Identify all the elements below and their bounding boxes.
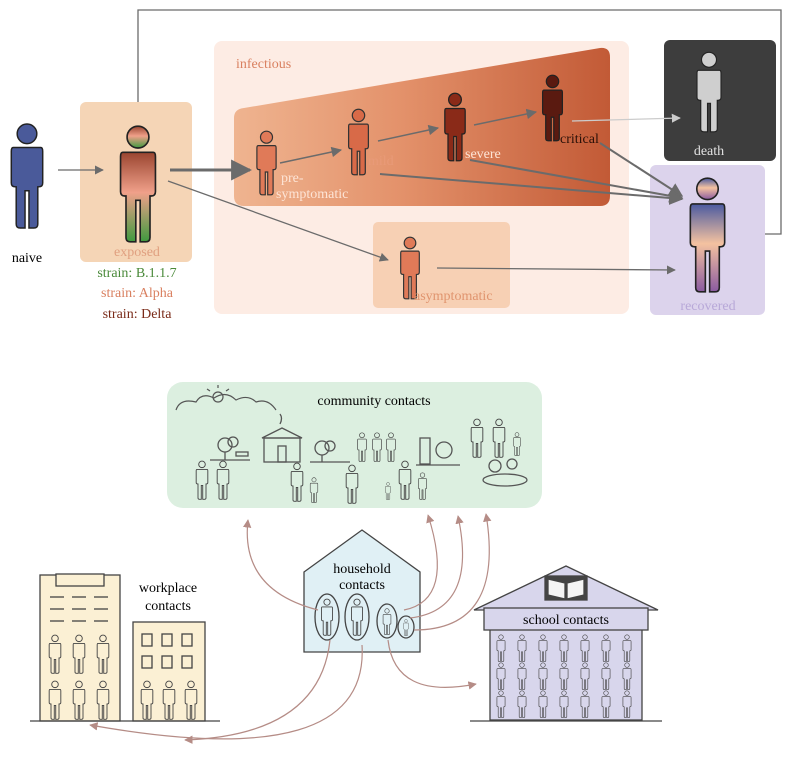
severe-to-recovered-arrow — [469, 159, 684, 203]
household-to-community-arrow-2 — [403, 514, 438, 611]
school-label: school contacts — [523, 613, 609, 628]
workplace-buildings — [30, 573, 220, 722]
severe-to-critical-arrow — [473, 108, 538, 126]
naive-person-icon — [10, 123, 44, 229]
workplace-label-2: contacts — [145, 599, 191, 614]
pond-icon — [482, 458, 528, 487]
household-label-1: household — [333, 562, 391, 577]
reinfection-arrow — [133, 9, 782, 235]
strain-3-label: strain: Delta — [103, 307, 173, 322]
book-icon — [544, 575, 588, 601]
household-to-community-arrow-1 — [242, 519, 319, 611]
community-label: community contacts — [317, 394, 430, 409]
critical-to-death-arrow — [571, 113, 681, 123]
household-to-workplace-arrow-2 — [89, 644, 363, 740]
workplace-label-1: workplace — [139, 581, 197, 596]
death-box — [664, 40, 776, 161]
contact-arrows — [89, 513, 492, 744]
exposed-to-asymptomatic-arrow — [167, 180, 389, 262]
death-label: death — [694, 144, 724, 159]
strain-1-label: strain: B.1.1.7 — [97, 266, 176, 281]
household-members — [314, 593, 415, 641]
critical-to-recovered-arrow — [599, 142, 684, 197]
presymptomatic-to-mild-arrow — [279, 146, 343, 164]
household-to-community-arrow-3 — [409, 515, 464, 619]
strain-2-label: strain: Alpha — [101, 286, 174, 301]
playground-icon — [416, 437, 460, 466]
symptomatic-region — [234, 47, 610, 207]
household-to-community-arrow-4 — [413, 513, 492, 631]
park-icon-2 — [310, 440, 350, 463]
community-box — [167, 382, 542, 508]
household-to-workplace-arrow-1 — [184, 639, 331, 744]
asymptomatic-label: asymptomatic — [414, 289, 493, 304]
household-to-school-arrow — [387, 639, 477, 690]
mild-to-severe-arrow — [377, 124, 440, 142]
mild-to-recovered-arrow — [379, 173, 684, 205]
mild-label: mild — [368, 154, 394, 169]
naive-label: naive — [12, 251, 42, 266]
severe-label: severe — [465, 147, 501, 162]
cafe-icon — [261, 413, 303, 463]
infectious-label: infectious — [236, 57, 291, 72]
household-label-2: contacts — [339, 578, 385, 593]
asymptomatic-to-recovered-arrow — [436, 265, 676, 275]
school-banner — [483, 607, 649, 631]
cloud-sun-icon — [175, 385, 277, 411]
recovered-label: recovered — [680, 299, 735, 314]
presymptomatic-label-2: symptomatic — [276, 187, 348, 202]
critical-label: critical — [560, 132, 599, 147]
presymptomatic-label-1: pre- — [281, 171, 304, 186]
park-icon — [210, 436, 250, 461]
exposed-label: exposed — [114, 245, 160, 260]
